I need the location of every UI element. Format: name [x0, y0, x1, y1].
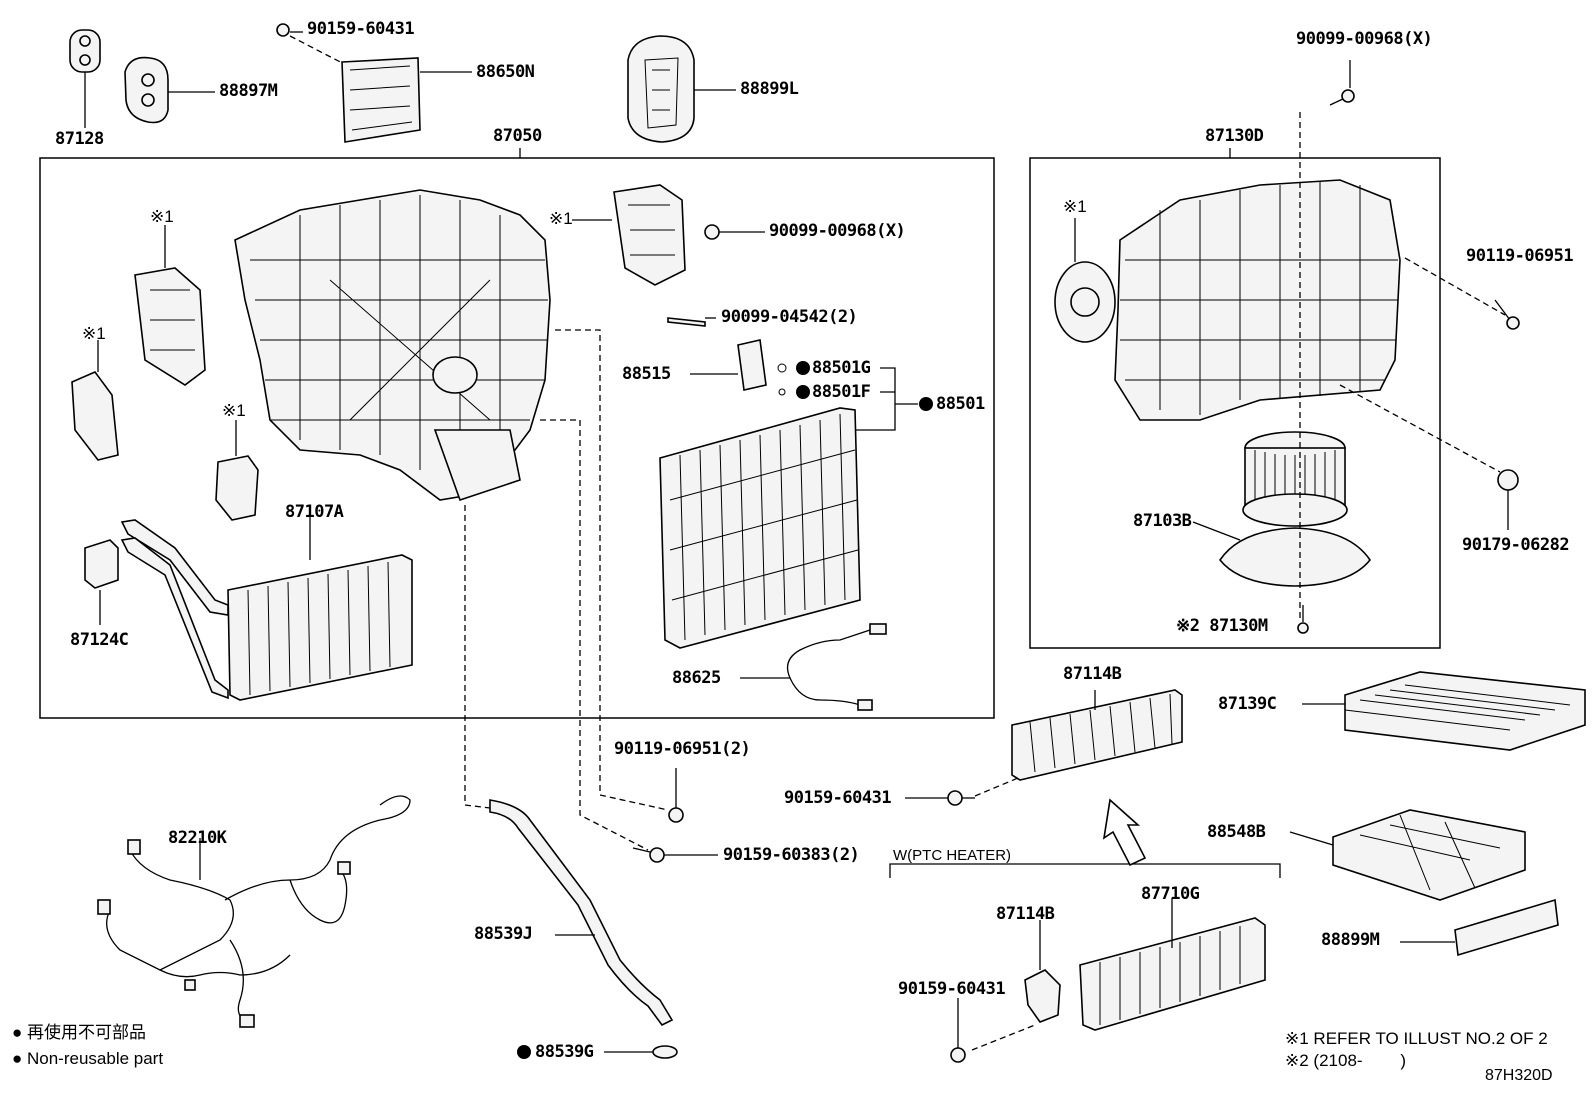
label-87107A: 87107A [285, 502, 344, 522]
label-88548B: 88548B [1207, 822, 1266, 842]
hvac-case-87050 [234, 189, 551, 502]
label-87130M: ※2 87130M [1176, 616, 1268, 636]
evaporator-88501 [659, 407, 861, 649]
leader-dash-a [555, 329, 669, 811]
assembly-87130D-frame [1029, 157, 1441, 649]
label-87114B-top: 87114B [1063, 664, 1122, 684]
label-88501F: 88501F [812, 382, 871, 402]
label-ref1-b: ※1 [82, 324, 106, 343]
label-82210K: 82210K [168, 828, 227, 848]
heater-core-87107A [120, 512, 413, 701]
label-87124C: 87124C [70, 630, 129, 650]
label-87130D: 87130D [1205, 126, 1264, 146]
label-90159-60431-mid: 90159-60431 [784, 788, 892, 808]
label-88501: 88501 [936, 394, 985, 414]
filter-87114B-upper [905, 689, 1183, 867]
label-ref1-c: ※1 [222, 401, 246, 420]
screw-87130M [1297, 605, 1309, 634]
label-87710G: 87710G [1141, 884, 1200, 904]
label-87114B-bottom: 87114B [996, 904, 1055, 924]
label-90159-60431-bottom: 90159-60431 [898, 979, 1006, 999]
label-88897M: 88897M [219, 81, 278, 101]
label-88625: 88625 [672, 668, 721, 688]
leader-dash-b [540, 419, 649, 851]
note-ref2: ※2 (2108- ) [1285, 1051, 1407, 1070]
bracket-87124C [84, 539, 119, 625]
cover-88899M [1400, 898, 1559, 957]
label-90119-06951-right: 90119-06951 [1466, 246, 1574, 266]
label-90099-00968X-mid: 90099-00968(X) [769, 221, 906, 241]
label-ref1-e: ※1 [1063, 197, 1087, 216]
label-88539J: 88539J [474, 924, 533, 944]
servo-motor-c [215, 420, 259, 521]
label-90159-60383: 90159-60383(2) [723, 845, 860, 865]
leader-dash-c [464, 505, 491, 809]
label-ref1-d: ※1 [549, 209, 573, 228]
illustration-code: 87H320D [1485, 1067, 1553, 1084]
label-88501G: 88501G [812, 358, 871, 378]
label-90179-06282: 90179-06282 [1462, 535, 1570, 555]
ptc-heater-87710G [1079, 898, 1266, 1031]
thermistor-88625 [740, 623, 887, 711]
label-90119-06951-2: 90119-06951(2) [614, 739, 751, 759]
label-87050: 87050 [493, 126, 542, 146]
label-87139C: 87139C [1218, 694, 1277, 714]
blower-case-87130D [1054, 179, 1401, 421]
label-ptc-heater: W(PTC HEATER) [893, 847, 1012, 864]
label-90099-00968X-top: 90099-00968(X) [1296, 29, 1433, 49]
ptc-bracket [889, 863, 1281, 878]
label-87103B: 87103B [1133, 511, 1192, 531]
label-88650N: 88650N [476, 62, 535, 82]
label-88899M: 88899M [1321, 930, 1380, 950]
note-ref1: ※1 REFER TO ILLUST NO.2 OF 2 [1285, 1029, 1548, 1048]
nut-90179-06282 [1339, 384, 1519, 530]
servo-motor-a [134, 225, 206, 386]
grommet-87128 [69, 29, 101, 128]
ecu-88650N [276, 23, 472, 143]
screw-90119-06951-right [1404, 257, 1520, 330]
bracket-87114B-lower [950, 920, 1061, 1063]
grommet-88897M [124, 56, 215, 124]
legend-nonreusable-jp: ● 再使用不可部品 [12, 1023, 146, 1042]
drain-hose-88539J [489, 799, 678, 1059]
wire-harness-82210K [97, 795, 411, 1028]
label-88899L: 88899L [740, 79, 799, 99]
servo-motor-b [71, 340, 119, 461]
label-88539G: 88539G [535, 1042, 594, 1062]
legend-nonreusable-en: ● Non-reusable part [12, 1049, 164, 1068]
servo-motor-d [572, 184, 765, 286]
label-90099-04542: 90099-04542(2) [721, 307, 858, 327]
blower-motor-87103B [1192, 431, 1371, 587]
cover-88899L [627, 35, 736, 143]
label-90159-60431-top: 90159-60431 [307, 19, 415, 39]
expansion-valve-88515 [667, 317, 933, 431]
screw-90119-06951-2 [668, 768, 684, 823]
filter-tray-88548B [1289, 809, 1526, 901]
label-88515: 88515 [622, 364, 671, 384]
label-87128: 87128 [55, 129, 104, 149]
screw-90159-60383 [632, 847, 718, 863]
cabin-filter-87139C [1302, 671, 1586, 751]
screw-90099-00968X-top [1299, 60, 1355, 620]
assembly-87050-frame [39, 157, 995, 719]
label-ref1-a: ※1 [150, 207, 174, 226]
